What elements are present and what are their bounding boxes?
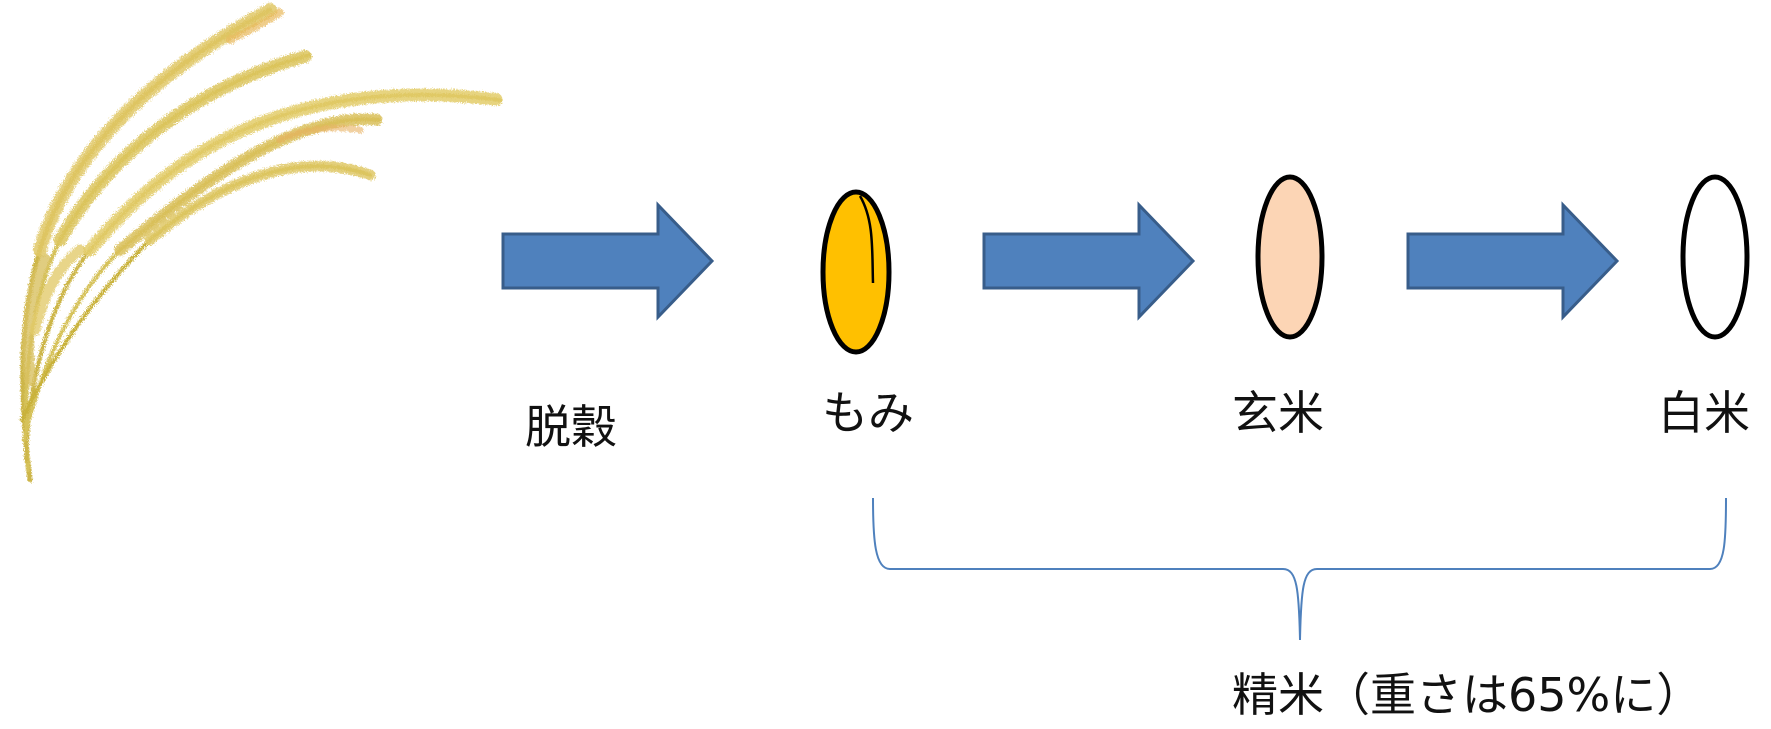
paddy-grain-icon: [820, 189, 892, 355]
process-arrow-1: [501, 201, 715, 321]
polishing-label: 精米（重さは65%に）: [1232, 668, 1703, 722]
process-arrow-3: [1406, 201, 1620, 321]
brown-rice-label: 玄米: [1232, 386, 1324, 440]
white-rice-label: 白米: [1658, 386, 1750, 440]
paddy-label: もみ: [822, 386, 914, 440]
threshing-label: 脱穀: [525, 400, 617, 454]
brown-rice-grain-icon: [1255, 174, 1325, 340]
polishing-brace: [872, 497, 1727, 641]
white-rice-grain-icon: [1680, 174, 1750, 340]
process-arrow-2: [982, 201, 1196, 321]
rice-plant-icon: [20, 3, 507, 483]
